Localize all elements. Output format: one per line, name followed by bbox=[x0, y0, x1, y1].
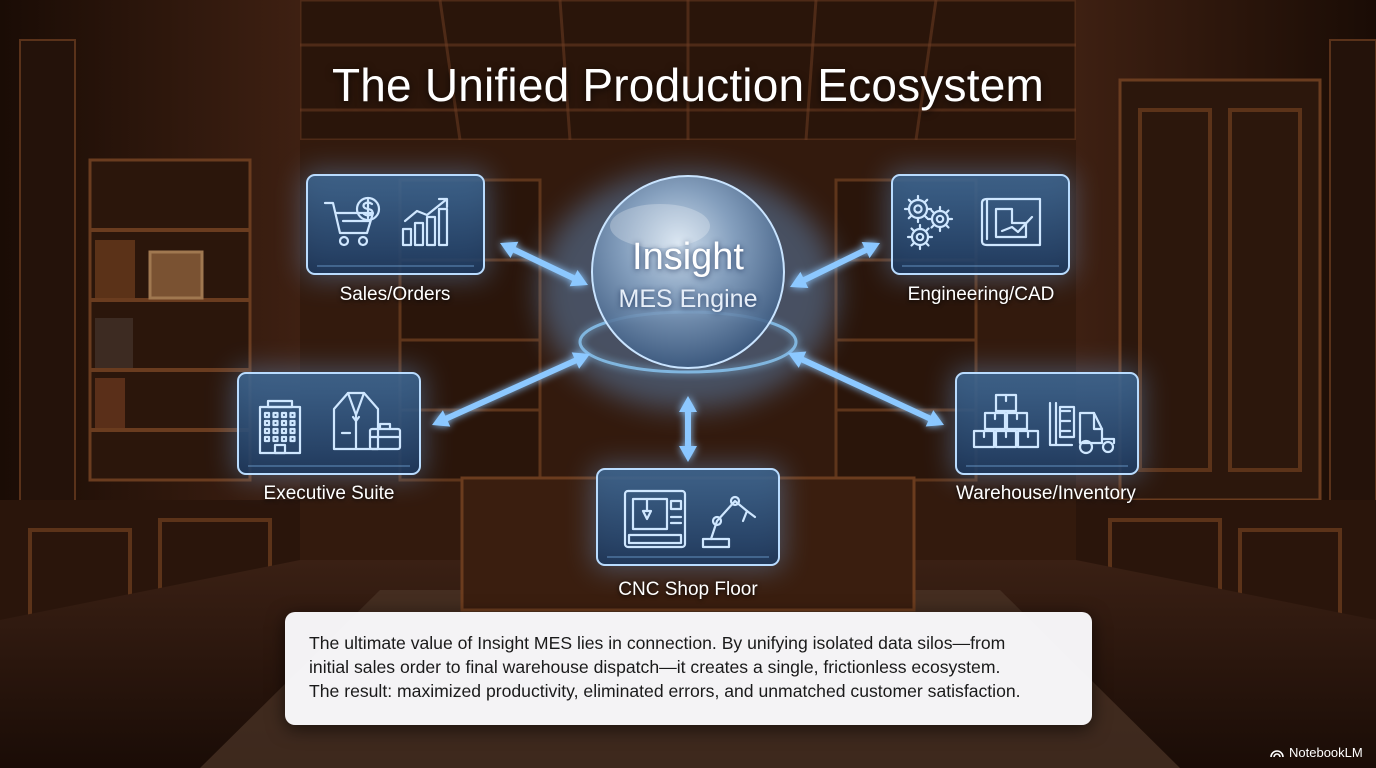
panel-sales bbox=[303, 171, 488, 278]
page-title: The Unified Production Ecosystem bbox=[331, 59, 1045, 111]
bar-chart-trend-icon bbox=[401, 197, 449, 247]
node-label-executive: Executive Suite bbox=[263, 483, 395, 504]
arrow-sales bbox=[500, 241, 588, 287]
node-label-engineering: Engineering/CAD bbox=[907, 284, 1055, 305]
node-label-cnc: CNC Shop Floor bbox=[618, 579, 758, 600]
summary-line: The result: maximized productivity, elim… bbox=[309, 681, 1021, 701]
gears-icon bbox=[903, 194, 954, 251]
left-bookshelves bbox=[0, 0, 300, 768]
cnc-machine-icon bbox=[623, 489, 687, 549]
stacked-boxes-icon bbox=[972, 393, 1040, 449]
office-building-icon bbox=[258, 399, 302, 455]
arrow-warehouse bbox=[788, 351, 944, 427]
arrow-executive bbox=[432, 352, 590, 427]
panel-warehouse bbox=[952, 369, 1142, 478]
panel-cnc bbox=[593, 465, 783, 569]
hub-subtitle: MES Engine bbox=[618, 285, 758, 313]
panel-engineering bbox=[888, 171, 1073, 278]
arrow-engineering bbox=[790, 241, 880, 289]
panel-executive bbox=[234, 369, 424, 478]
blueprint-icon bbox=[980, 197, 1042, 247]
brand-label: NotebookLM bbox=[1289, 745, 1363, 760]
robotic-arm-icon bbox=[701, 495, 757, 549]
summary-line: initial sales order to final warehouse d… bbox=[309, 657, 1001, 677]
briefcase-icon bbox=[368, 422, 402, 451]
dollar-coin-icon bbox=[355, 196, 381, 222]
shopping-cart-icon bbox=[323, 201, 375, 247]
hub-sphere bbox=[591, 175, 785, 369]
forklift-icon bbox=[1048, 401, 1116, 455]
summary-card: The ultimate value of Insight MES lies i… bbox=[285, 612, 1092, 725]
summary-line: The ultimate value of Insight MES lies i… bbox=[309, 633, 1006, 653]
arrow-cnc bbox=[679, 396, 697, 462]
hub-title: Insight bbox=[632, 236, 744, 278]
ceiling bbox=[298, 0, 1078, 142]
node-label-sales: Sales/Orders bbox=[339, 284, 451, 305]
brand-watermark: NotebookLM bbox=[1270, 745, 1363, 760]
notebooklm-logo-icon bbox=[1270, 749, 1284, 757]
node-label-warehouse: Warehouse/Inventory bbox=[956, 483, 1136, 504]
